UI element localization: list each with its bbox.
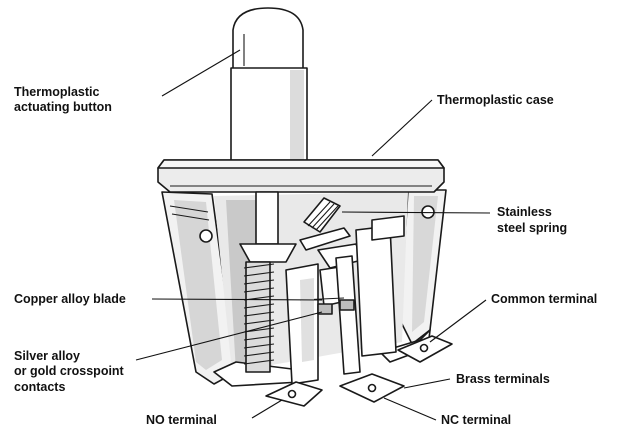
label-spring-1: Stainless xyxy=(497,205,552,219)
label-brass-terminals: Brass terminals xyxy=(456,372,550,386)
leader-spring xyxy=(341,211,491,214)
label-contacts-1: Silver alloy xyxy=(14,349,80,363)
label-contacts-3: contacts xyxy=(14,380,65,394)
label-nc-terminal: NC terminal xyxy=(441,413,511,427)
leader-actuating-button xyxy=(161,49,241,97)
leader-common-terminal xyxy=(429,299,487,343)
leader-contacts xyxy=(135,311,323,361)
label-no-terminal: NO terminal xyxy=(146,413,217,427)
leader-nc-terminal xyxy=(383,397,437,421)
callout-labels: Thermoplastic actuating button Thermopla… xyxy=(14,85,597,427)
case-top-plate xyxy=(157,159,445,193)
nc-terminal xyxy=(339,373,405,403)
label-case: Thermoplastic case xyxy=(437,93,554,107)
plunger-and-spring xyxy=(239,191,297,373)
label-spring-2: steel spring xyxy=(497,221,567,235)
contact-mechanism xyxy=(285,215,405,385)
actuating-button xyxy=(230,7,308,181)
leader-no-terminal xyxy=(251,399,283,419)
label-actuating-button-2: actuating button xyxy=(14,100,112,114)
leader-lines xyxy=(135,49,491,421)
label-contacts-2: or gold crosspoint xyxy=(14,364,125,378)
label-blade: Copper alloy blade xyxy=(14,292,126,306)
leader-blade xyxy=(151,298,323,301)
stainless-steel-spring xyxy=(299,197,351,251)
common-terminal xyxy=(397,335,453,363)
no-terminal xyxy=(265,381,323,407)
leader-case xyxy=(371,99,433,157)
label-common-terminal: Common terminal xyxy=(491,292,597,306)
label-actuating-button-1: Thermoplastic xyxy=(14,85,99,99)
leader-brass-terminals xyxy=(403,378,451,389)
